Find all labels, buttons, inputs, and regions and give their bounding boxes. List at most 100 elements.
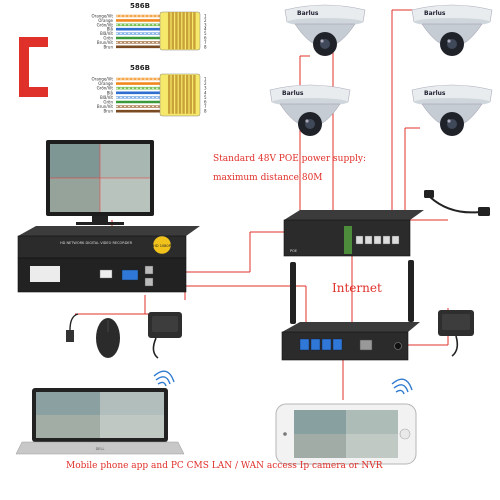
camera-brand-label: Barlus — [424, 10, 446, 17]
pin-number-top-1: 1 — [204, 14, 207, 19]
wiring-diagram-bottom: 586B Orange/VitOrangeGrön/VitBlåBlå/VitG… — [92, 64, 207, 117]
pin-number-bottom-6: 6 — [204, 100, 207, 105]
wifi-icon-phone — [391, 378, 413, 395]
nvr-hd-badge — [152, 235, 172, 255]
svg-text:HD 1080P: HD 1080P — [153, 244, 170, 248]
laptop-brand: DELL — [96, 447, 105, 451]
wire-label-top-7: Brun/Vit — [97, 40, 114, 45]
pin-number-top-2: 2 — [204, 18, 207, 23]
router-antenna-right — [408, 260, 414, 322]
camera-brand-label: Barlus — [282, 90, 304, 97]
plug-contact-top-2 — [171, 12, 174, 50]
monitor — [46, 140, 154, 225]
phone-home-button — [399, 428, 411, 440]
wire-label-bottom-4: Blå — [107, 90, 114, 95]
poe-label-line1: Standard 48V POE power supply: — [213, 154, 366, 164]
nvr-recorder: HD NETWORK DIGITAL VIDEO RECORDER HD 108… — [17, 226, 200, 293]
plug-contact-top-4 — [178, 12, 182, 50]
nvr-hdmi-port — [99, 269, 113, 279]
pin-number-top-4: 4 — [204, 27, 207, 32]
switch-port-3 — [373, 235, 382, 245]
plug-contact-bottom-3 — [175, 75, 178, 114]
wire-label-top-1: Orange/Vit — [92, 14, 114, 19]
wire-label-top-2: Orange — [98, 18, 113, 23]
switch-port-4 — [382, 235, 391, 245]
usb-mouse-icon — [66, 313, 120, 358]
router-lan-port-4 — [332, 338, 343, 351]
dome-camera-1: Barlus — [284, 4, 366, 56]
dome-camera-3: Barlus — [269, 84, 351, 136]
wifi-router — [281, 260, 420, 361]
svg-text:POE: POE — [290, 249, 297, 253]
switch-port-2 — [364, 235, 373, 245]
power-cord-icon — [424, 190, 490, 216]
switch-port-5 — [391, 235, 400, 245]
nvr-label-sticker — [30, 266, 60, 282]
wire-label-top-6: Grön — [103, 36, 113, 41]
plug-contact-bottom-7 — [189, 75, 192, 114]
router-lan-port-3 — [321, 338, 332, 351]
nvr-model-text: HD NETWORK DIGITAL VIDEO RECORDER — [60, 241, 133, 245]
poe-label-line2: maximum distance 80M — [213, 173, 323, 183]
nvr-power-adapter — [148, 312, 182, 359]
wire-label-top-5: Blå/Vit — [100, 31, 113, 36]
footer-caption: Mobile phone app and PC CMS LAN / WAN ac… — [66, 461, 383, 471]
pin-number-bottom-5: 5 — [204, 95, 207, 100]
wiring-diagram-top: 586B Orange/VitOrangeGrön/VitBlåBlå/VitG… — [92, 2, 207, 51]
pin-number-top-3: 3 — [204, 22, 207, 27]
router-lan-port-2 — [310, 338, 321, 351]
smartphone — [275, 403, 417, 465]
plug-contact-bottom-5 — [182, 75, 185, 114]
plug-contact-top-7 — [189, 12, 192, 50]
wire-label-top-4: Blå — [107, 27, 114, 32]
pin-number-top-7: 7 — [204, 40, 207, 45]
pin-number-top-8: 8 — [204, 44, 207, 49]
plug-contact-top-5 — [182, 12, 185, 50]
pin-number-bottom-4: 4 — [204, 90, 207, 95]
internet-label: Internet — [332, 281, 382, 295]
wire-label-bottom-3: Grön/Vit — [97, 86, 114, 91]
pin-number-top-5: 5 — [204, 31, 207, 36]
router-antenna-left — [290, 262, 296, 324]
pin-number-bottom-2: 2 — [204, 81, 207, 86]
switch-port-1 — [355, 235, 364, 245]
pin-number-bottom-3: 3 — [204, 86, 207, 91]
crossover-bracket-icon — [19, 37, 48, 97]
plug-contact-top-6 — [186, 12, 189, 50]
router-power-adapter — [438, 310, 474, 357]
router-lan-port-1 — [299, 338, 310, 351]
wire-label-top-3: Grön/Vit — [97, 22, 114, 27]
plug-contact-bottom-8 — [193, 75, 196, 114]
plug-contact-bottom-2 — [171, 75, 174, 114]
nvr-vga-port — [121, 269, 139, 281]
router-power-jack — [394, 342, 402, 350]
wiring-title-top: 586B — [130, 2, 150, 10]
dome-camera-2: Barlus — [411, 4, 493, 56]
nvr-usb-port — [144, 265, 154, 275]
wire-label-bottom-5: Blå/Vit — [100, 95, 113, 100]
plug-contact-bottom-4 — [178, 75, 182, 114]
wire-label-top-8: Brun — [104, 44, 114, 49]
nvr-lan-port — [144, 277, 154, 287]
plug-contact-bottom-1 — [168, 75, 171, 114]
camera-array: Barlus Barlus Barlus Barlu — [269, 4, 493, 136]
wire-label-bottom-6: Grön — [103, 100, 113, 105]
wiring-title-bottom: 586B — [130, 64, 150, 72]
wire-label-bottom-1: Orange/Vit — [92, 77, 114, 82]
pin-number-top-6: 6 — [204, 36, 207, 41]
plug-contact-bottom-6 — [186, 75, 189, 114]
camera-brand-label: Barlus — [424, 90, 446, 97]
plug-contact-top-1 — [168, 12, 171, 50]
pin-number-bottom-7: 7 — [204, 104, 207, 109]
wire-label-bottom-7: Brun/Vit — [97, 104, 114, 109]
pin-number-bottom-1: 1 — [204, 77, 207, 82]
router-wan-port — [359, 339, 373, 351]
laptop: DELL — [15, 388, 185, 455]
poe-switch: POE — [283, 210, 424, 257]
wire-label-bottom-2: Orange — [98, 81, 113, 86]
wifi-icon-laptop — [153, 370, 175, 387]
switch-uplink-block — [344, 226, 352, 254]
wire-label-bottom-8: Brun — [104, 109, 114, 114]
